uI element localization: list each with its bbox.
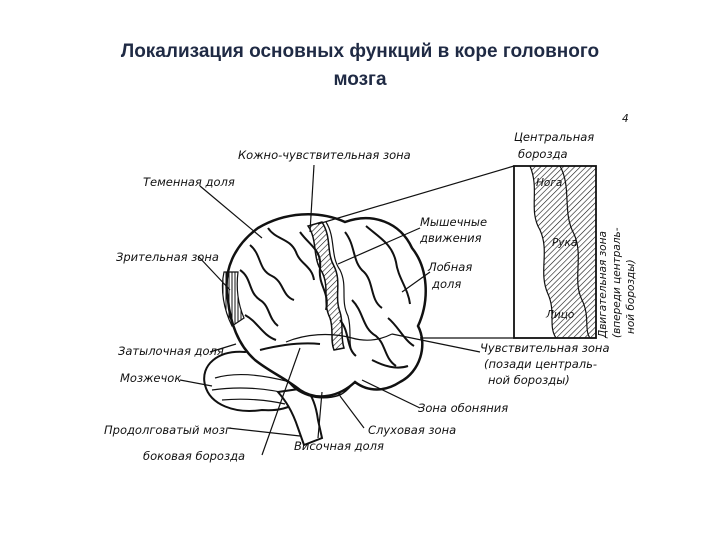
title-line-2: мозга — [333, 69, 387, 90]
label-olfactory-zone: Зона обоняния — [418, 401, 508, 415]
label-muscle-movements-2: движения — [419, 231, 482, 245]
label-sensory-zone-3: ной борозды) — [488, 373, 570, 387]
label-sensory-zone-1: Чувствительная зона — [480, 341, 610, 355]
motor-strip-inset — [317, 165, 597, 339]
label-occipital-lobe: Затылочная доля — [118, 344, 224, 358]
label-motor-zone-3: ной борозды) — [625, 259, 637, 334]
lateral-sulcus — [285, 333, 393, 343]
label-sensory-zone-2: (позади централь- — [484, 357, 597, 371]
visual-zone-shading — [221, 271, 245, 327]
label-motor-zone-2: (впереди централь- — [611, 227, 623, 338]
label-visual-zone: Зрительная зона — [116, 250, 219, 264]
label-central-sulcus-1: Центральная — [514, 130, 594, 144]
label-face: Лицо — [545, 309, 574, 321]
title-line-1: Локализация основных функций в коре голо… — [120, 41, 600, 62]
label-medulla: Продолговатый мозг — [104, 423, 232, 437]
central-sulcus-strip — [306, 221, 345, 351]
label-temporal-lobe: Височная доля — [294, 439, 384, 453]
label-parietal-lobe: Теменная доля — [143, 175, 235, 189]
label-frontal-lobe-1: Лобная — [427, 260, 472, 274]
page-mark: 4 — [622, 113, 629, 125]
leader-lines — [179, 164, 481, 456]
label-arm: Рука — [552, 237, 577, 249]
label-muscle-movements-1: Мышечные — [420, 215, 487, 229]
label-skin-sensory-zone: Кожно-чувствительная зона — [238, 148, 411, 162]
label-frontal-lobe-2: доля — [431, 277, 461, 291]
diagram-title: Локализация основных функций в коре голо… — [0, 38, 720, 94]
label-cerebellum: Мозжечок — [120, 371, 181, 385]
label-auditory-zone: Слуховая зона — [368, 423, 456, 437]
label-central-sulcus-2: борозда — [518, 147, 568, 161]
label-lateral-sulcus: боковая борозда — [143, 449, 245, 463]
label-leg: Нога — [536, 177, 562, 189]
label-motor-zone-1: Двигательная зона — [597, 231, 609, 339]
